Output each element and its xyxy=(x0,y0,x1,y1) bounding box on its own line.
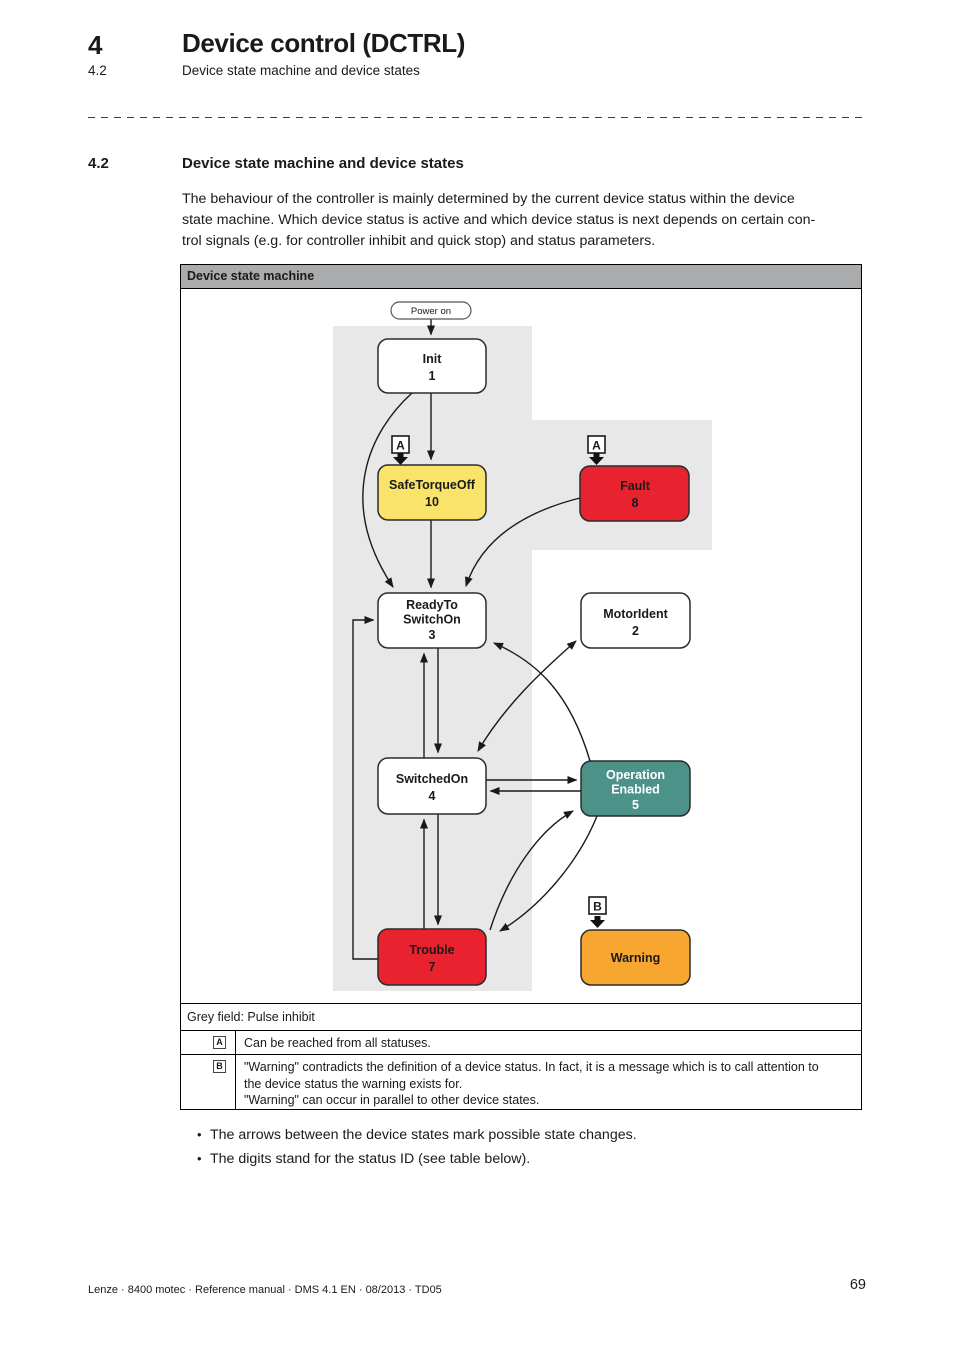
state-init-box xyxy=(377,337,487,394)
state-switchedon-id: 4 xyxy=(429,789,436,803)
bullet-text: The arrows between the device states mar… xyxy=(210,1127,637,1143)
footnote-text-a: Can be reached from all statuses. xyxy=(236,1031,439,1054)
grey-field-note: Grey field: Pulse inhibit xyxy=(181,1002,861,1031)
state-operationenabled-box xyxy=(580,759,691,817)
footnote-line: the device status the warning exists for… xyxy=(244,1076,463,1091)
state-switchedon-box xyxy=(377,756,487,815)
section-title: Device state machine and device states xyxy=(182,155,464,172)
transition-openabled-trouble xyxy=(499,815,598,932)
state-machine-figure: Device state machine xyxy=(180,264,862,1110)
footnote-marker-cell: B xyxy=(181,1055,236,1109)
state-switchedon-label: SwitchedOn xyxy=(396,772,468,786)
grey-field-main xyxy=(333,325,532,991)
header-section-title: Device state machine and device states xyxy=(182,63,420,78)
marker-a-arrow-fault xyxy=(589,452,604,465)
state-trouble-label: Trouble xyxy=(409,943,454,957)
state-warning-label: Warning xyxy=(611,951,661,965)
footnote-marker-a: A xyxy=(213,1036,226,1050)
chapter-number: 4 xyxy=(88,30,103,60)
bullet-text: The digits stand for the status ID (see … xyxy=(210,1151,531,1167)
state-warning-box xyxy=(580,928,691,986)
state-init-label: Init xyxy=(423,352,443,366)
state-readytoswitchon-box xyxy=(377,591,487,649)
state-motorident-label: MotorIdent xyxy=(603,607,668,621)
state-operationenabled-id: 5 xyxy=(632,798,639,812)
bullet-list: • The arrows between the device states m… xyxy=(182,1127,637,1175)
state-safetorqueoff-id: 10 xyxy=(425,495,439,509)
marker-a-label-sto: A xyxy=(396,438,405,452)
state-fault-box xyxy=(579,464,690,522)
footnote-row-a: A Can be reached from all statuses. xyxy=(181,1030,861,1055)
marker-a-label-fault: A xyxy=(592,438,601,452)
transition-trouble-ready xyxy=(352,615,378,960)
chapter-title: Device control (DCTRL) xyxy=(182,28,466,58)
marker-b-box-warning xyxy=(588,895,607,915)
state-motorident-box xyxy=(580,591,691,649)
footer-page-number: 69 xyxy=(849,1277,866,1293)
bullet-icon: • xyxy=(197,1127,202,1142)
footnote-marker-cell: A xyxy=(181,1031,236,1055)
transition-init-ready xyxy=(362,392,413,588)
paragraph-line: trol signals (e.g. for controller inhibi… xyxy=(182,233,656,249)
footnote-marker-b: B xyxy=(213,1060,226,1074)
transition-fault-ready xyxy=(465,496,581,587)
state-operationenabled-label1: Operation xyxy=(606,768,665,782)
bullet-icon: • xyxy=(197,1151,202,1166)
paragraph-line: state machine. Which device status is ac… xyxy=(182,212,816,228)
footnote-line: "Warning" can occur in parallel to other… xyxy=(244,1093,540,1108)
footer-document-info: Lenze · 8400 motec · Reference manual · … xyxy=(88,1284,442,1296)
power-on-node xyxy=(390,300,472,320)
state-trouble-id: 7 xyxy=(429,960,436,974)
state-safetorqueoff-box xyxy=(377,463,487,521)
figure-title: Device state machine xyxy=(181,265,861,289)
state-init-id: 1 xyxy=(429,369,436,383)
state-fault-id: 8 xyxy=(632,496,639,510)
header-divider xyxy=(88,117,866,118)
state-trouble-box xyxy=(377,927,487,986)
marker-b-label-warning: B xyxy=(593,899,602,913)
marker-a-arrow-sto xyxy=(393,452,408,465)
section-number: 4.2 xyxy=(88,155,109,172)
state-safetorqueoff-label: SafeTorqueOff xyxy=(389,478,476,492)
state-machine-diagram: A A B Power on Init 1 SafeTorqueOff 10 xyxy=(181,289,861,1003)
section-paragraph: The behaviour of the controller is mainl… xyxy=(182,189,882,252)
state-operationenabled-label2: Enabled xyxy=(611,782,660,796)
state-motorident-id: 2 xyxy=(632,624,639,638)
footnote-text-b: "Warning" contradicts the definition of … xyxy=(236,1055,827,1109)
footnote-line: Can be reached from all statuses. xyxy=(244,1036,431,1051)
transition-switchedon-motorident xyxy=(477,639,577,752)
footnote-line: "Warning" contradicts the definition of … xyxy=(244,1060,819,1075)
list-item: • The digits stand for the status ID (se… xyxy=(182,1151,637,1167)
state-machine-svg: A A B Power on Init 1 SafeTorqueOff 10 xyxy=(333,300,712,991)
state-fault-label: Fault xyxy=(620,479,651,493)
header-section-number: 4.2 xyxy=(88,63,107,78)
paragraph-line: The behaviour of the controller is mainl… xyxy=(182,191,795,207)
power-on-label: Power on xyxy=(411,306,451,317)
marker-b-arrow-warning xyxy=(590,915,605,928)
list-item: • The arrows between the device states m… xyxy=(182,1127,637,1143)
transition-trouble-openabled xyxy=(489,809,574,930)
state-readytoswitchon-id: 3 xyxy=(429,628,436,642)
state-readytoswitchon-label2: SwitchOn xyxy=(403,612,461,626)
footnote-row-b: B "Warning" contradicts the definition o… xyxy=(181,1054,861,1109)
state-readytoswitchon-label1: ReadyTo xyxy=(406,598,458,612)
